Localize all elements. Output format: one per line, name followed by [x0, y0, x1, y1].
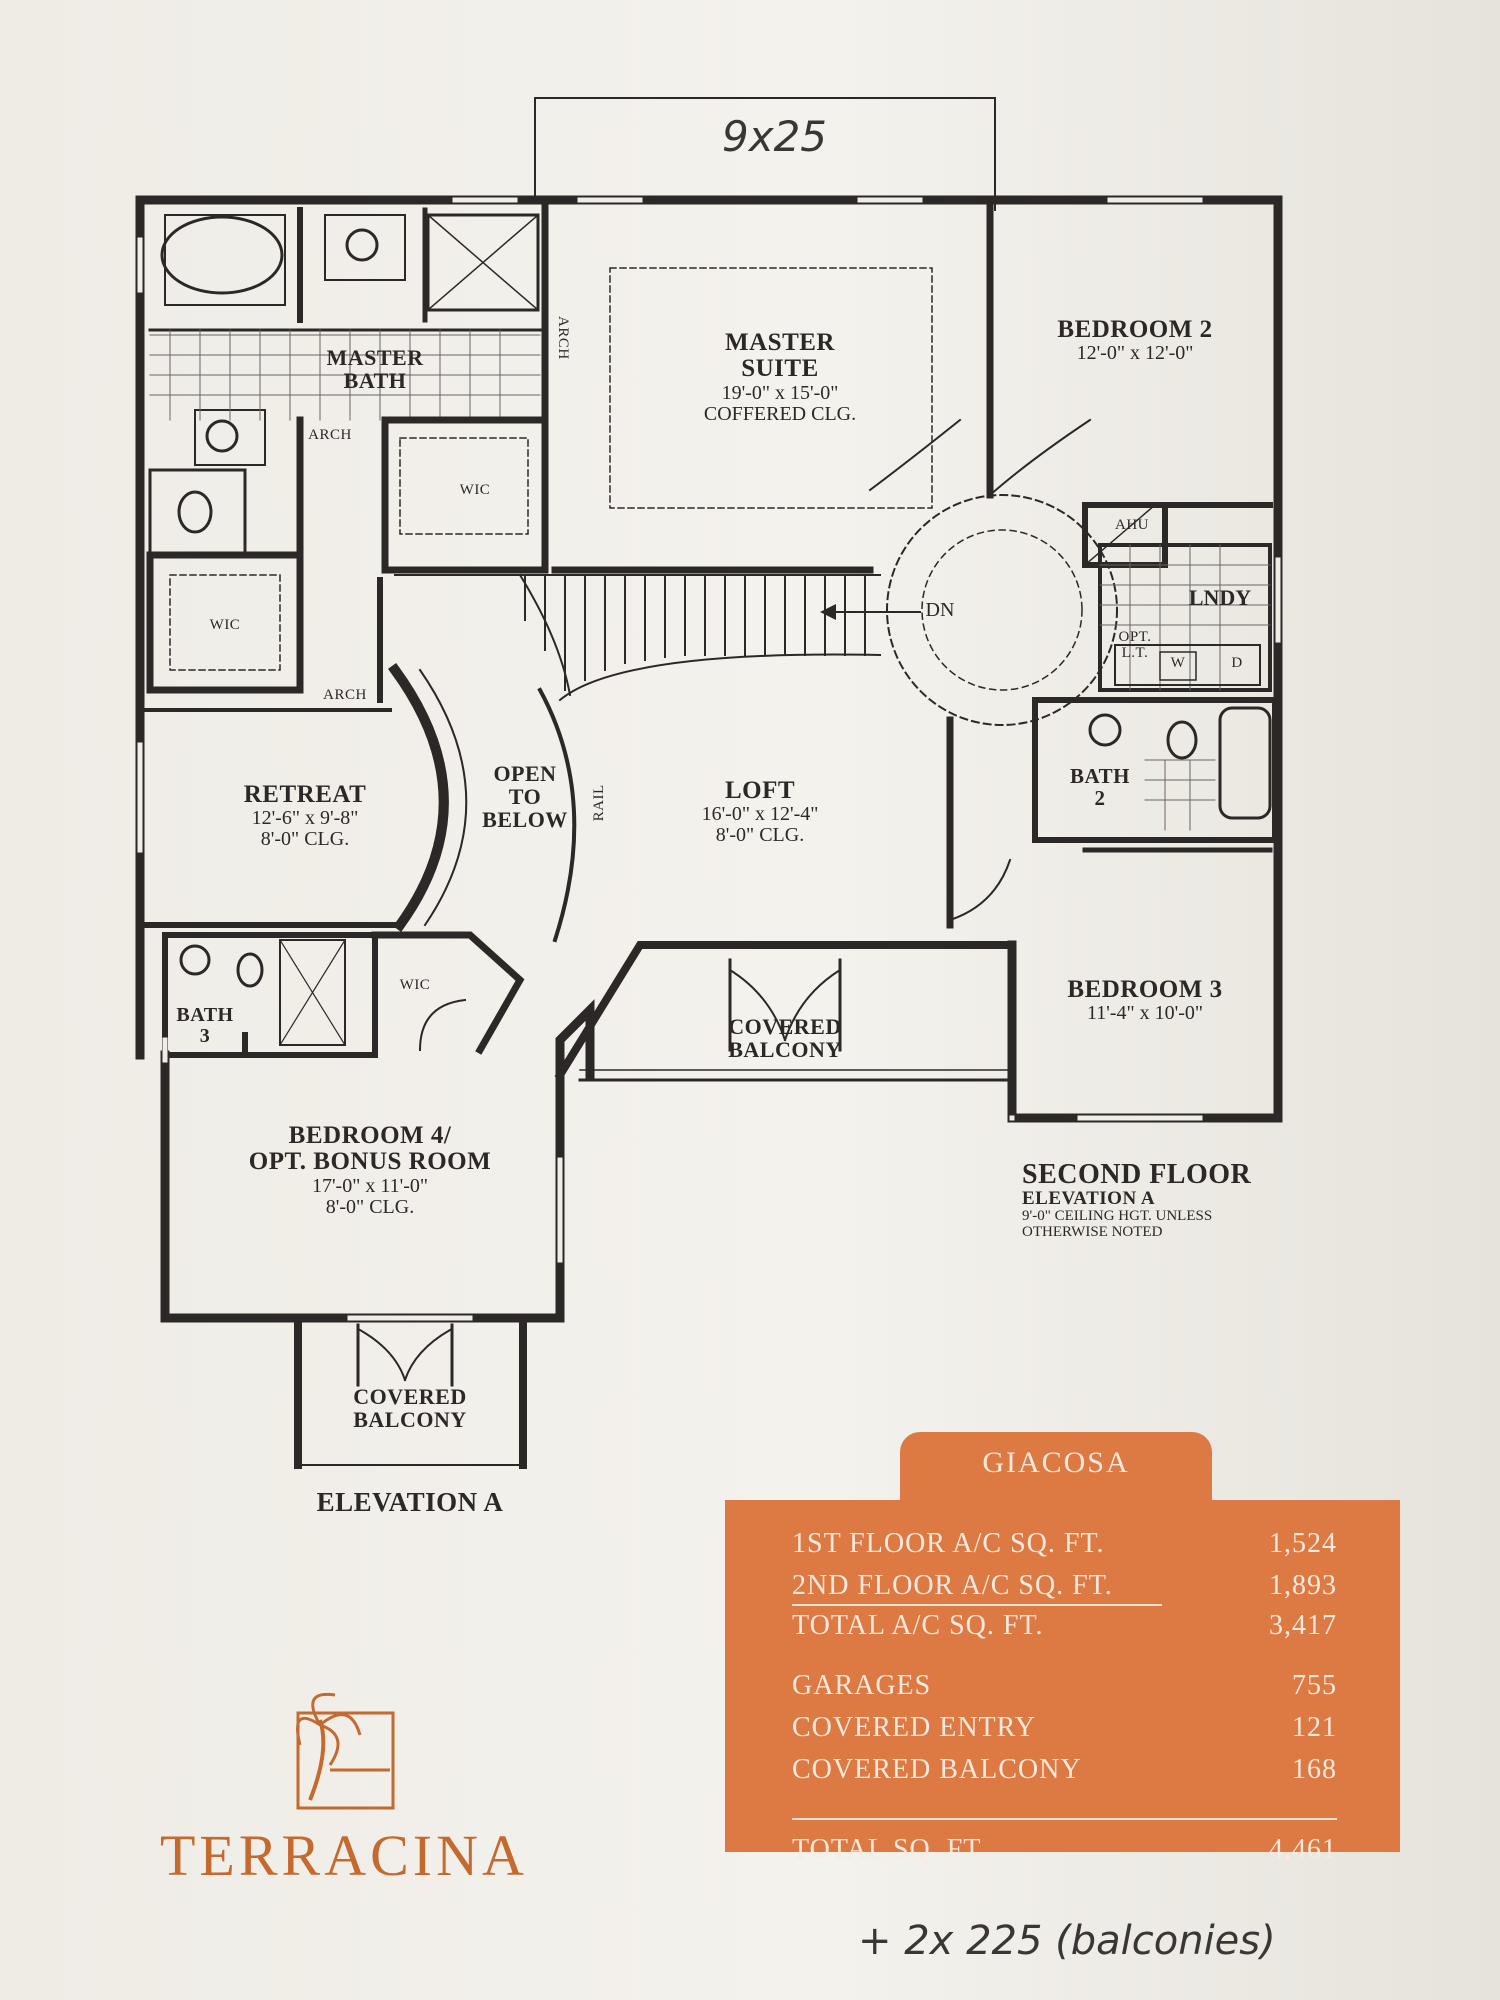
washer-label: W	[1170, 655, 1186, 671]
bath3-label: BATH 3	[176, 1004, 234, 1047]
retreat-label: RETREAT 12'-6" x 9'-8" 8'-0" CLG.	[243, 781, 367, 851]
bedroom3-label: BEDROOM 3 11'-4" x 10'-0"	[1067, 976, 1223, 1025]
stairs-down-label: DN	[925, 599, 955, 621]
bedroom4-label: BEDROOM 4/ OPT. BONUS ROOM 17'-0" x 11'-…	[248, 1122, 492, 1218]
covered-balcony-low-label: COVERED BALCONY	[353, 1384, 467, 1433]
ahu-label: AHU	[1115, 517, 1149, 533]
master-suite-label: MASTER SUITE 19'-0" x 15'-0" COFFERED CL…	[703, 329, 857, 425]
rail-label: RAIL	[591, 784, 608, 822]
underline-divider	[792, 1604, 1162, 1606]
row-2nd-floor: 2ND FLOOR A/C SQ. FT.1,893	[792, 1570, 1337, 1601]
wic-upper-label: WIC	[459, 482, 491, 498]
elevation-label: ELEVATION A	[316, 1487, 504, 1517]
covered-balcony-mid-label: COVERED BALCONY	[728, 1014, 842, 1063]
row-total-ac: TOTAL A/C SQ. FT.3,417	[792, 1610, 1337, 1641]
second-floor-heading: SECOND FLOOR ELEVATION A 9'-0" CEILING H…	[1022, 1159, 1252, 1241]
summary-card-tab	[900, 1432, 1212, 1502]
loft-label: LOFT 16'-0" x 12'-4" 8'-0" CLG.	[701, 777, 819, 847]
opt-lt-label: OPT. L.T.	[1118, 629, 1152, 661]
arch-side-label: ARCH	[554, 316, 571, 360]
arch-upper-label: ARCH	[308, 427, 352, 443]
wic-lower-label: WIC	[399, 977, 431, 993]
open-to-below-label: OPEN TO BELOW	[482, 761, 568, 833]
total-divider	[792, 1818, 1337, 1820]
handwritten-top-note: 9x25	[722, 112, 828, 161]
model-name: GIACOSA	[982, 1446, 1130, 1479]
bedroom2-label: BEDROOM 2 12'-0" x 12'-0"	[1057, 316, 1213, 365]
dryer-label: D	[1231, 655, 1243, 671]
brand-wordmark: TERRACINA	[160, 1823, 528, 1888]
master-bath-label: MASTER BATH	[326, 345, 424, 394]
palm-logo-icon	[296, 1692, 395, 1810]
row-total-sq-ft: TOTAL SQ. FT.4,461	[792, 1834, 1337, 1865]
handwritten-bottom-note: + 2x 225 (balconies)	[858, 1918, 1276, 1964]
laundry-label: LNDY	[1188, 585, 1252, 610]
wic-left-label: WIC	[209, 617, 241, 633]
summary-card	[725, 1500, 1400, 1852]
row-1st-floor: 1ST FLOOR A/C SQ. FT.1,524	[792, 1528, 1337, 1559]
arch-lower-label: ARCH	[323, 687, 367, 703]
bath2-label: BATH 2	[1070, 764, 1130, 811]
